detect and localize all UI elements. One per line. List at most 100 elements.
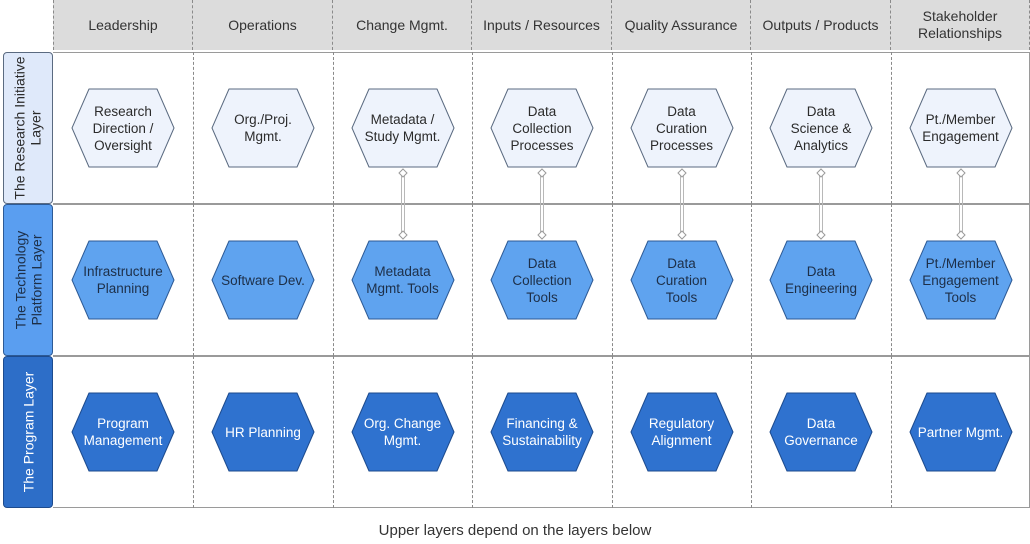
hexagon-outline — [211, 88, 315, 168]
column-header-label: Quality Assurance — [624, 16, 738, 33]
hexagon-node: Data Curation Tools — [630, 240, 734, 320]
hexagon-shape — [490, 392, 594, 472]
hexagon-node: Data Governance — [769, 392, 873, 472]
hexagon-label: Pt./Member Engagement — [922, 112, 999, 144]
connector-diamond — [537, 230, 547, 240]
hexagon-label: Research Direction / Oversight — [92, 103, 154, 153]
connector-diamond — [816, 230, 826, 240]
column-header-label: Outputs / Products — [762, 16, 879, 33]
hexagon-outline — [769, 240, 873, 320]
hexagon-shape — [351, 392, 454, 472]
hexagon-label: Infrastructure Planning — [83, 264, 163, 296]
hexagon-node: Regulatory Alignment — [630, 392, 734, 472]
layer-label-text: The Research Initiative Layer — [12, 56, 44, 200]
layer-label-text: The Program Layer — [20, 371, 37, 493]
hexagon-label: Program Management — [83, 416, 163, 448]
hexagon-shape — [630, 392, 733, 472]
hexagon-shape — [351, 240, 454, 320]
hexagon-shape — [490, 240, 594, 320]
hexagon-outline — [71, 240, 175, 320]
hexagon-node: Program Management — [71, 392, 175, 472]
hexagon-label: Data Governance — [784, 416, 858, 448]
column-divider — [612, 204, 613, 356]
column-divider — [333, 204, 334, 356]
hexagon-node: Software Dev. — [211, 240, 315, 320]
hexagon-shape — [909, 392, 1012, 472]
hexagon-outline — [351, 392, 454, 472]
column-header: Leadership — [53, 0, 193, 50]
connector-diamond — [397, 168, 408, 178]
layer-label: The Program Layer — [3, 356, 53, 508]
hexagon-outline — [630, 392, 733, 472]
hexagon-shape — [71, 240, 175, 320]
hexagon-outline — [351, 240, 454, 320]
hexagon-shape — [630, 240, 733, 320]
hexagon-outline — [71, 392, 175, 472]
hexagon-outline — [490, 240, 594, 320]
hexagon-outline — [490, 392, 594, 472]
hexagon-node: Research Direction / Oversight — [71, 88, 175, 168]
hexagon-node: Metadata / Study Mgmt. — [351, 88, 455, 168]
hexagon-shape — [909, 240, 1012, 320]
hexagon-shape — [211, 240, 315, 320]
dependency-connector — [537, 168, 547, 240]
hexagon-shape — [211, 392, 315, 472]
hexagon-node: Pt./Member Engagement — [909, 88, 1013, 168]
hexagon-label: Software Dev. — [221, 272, 305, 288]
hexagon-shape — [630, 88, 733, 168]
column-divider — [193, 204, 194, 356]
hexagon-node: Data Curation Processes — [630, 88, 734, 168]
connector-diamond — [676, 230, 687, 240]
hexagon-label: HR Planning — [225, 424, 301, 440]
hexagon-outline — [71, 88, 175, 168]
hexagon-label: Pt./Member Engagement Tools — [922, 255, 999, 305]
hexagon-label: Metadata / Study Mgmt. — [364, 112, 441, 144]
hexagon-label: Partner Mgmt. — [917, 424, 1004, 440]
hexagon-outline — [909, 240, 1012, 320]
hexagon-shape — [71, 392, 175, 472]
connector-diamond — [676, 168, 687, 178]
hexagon-label: Regulatory Alignment — [648, 416, 715, 448]
column-divider — [472, 52, 473, 204]
column-header-label: Stakeholder Relationships — [917, 8, 1003, 41]
hexagon-shape — [490, 88, 594, 168]
column-header: Stakeholder Relationships — [891, 0, 1030, 50]
column-header: Outputs / Products — [751, 0, 891, 50]
hexagon-label: Financing & Sustainability — [502, 416, 582, 448]
column-header: Quality Assurance — [612, 0, 751, 50]
hexagon-node: Data Science & Analytics — [769, 88, 873, 168]
column-divider — [193, 356, 194, 508]
hexagon-node: Infrastructure Planning — [71, 240, 175, 320]
column-divider — [472, 204, 473, 356]
hexagon-node: Org. Change Mgmt. — [351, 392, 455, 472]
column-divider — [751, 356, 752, 508]
column-header-label: Leadership — [88, 16, 158, 33]
hexagon-node: Pt./Member Engagement Tools — [909, 240, 1013, 320]
hexagon-node: Partner Mgmt. — [909, 392, 1013, 472]
hexagon-outline — [909, 392, 1012, 472]
column-divider — [333, 356, 334, 508]
column-divider — [751, 52, 752, 204]
hexagon-shape — [909, 88, 1012, 168]
hexagon-label: Data Curation Tools — [655, 255, 708, 305]
column-divider — [333, 52, 334, 204]
column-header: Operations — [193, 0, 333, 50]
hexagon-outline — [490, 88, 594, 168]
connector-diamond — [537, 168, 547, 178]
dependency-connector — [816, 168, 826, 240]
hexagon-outline — [630, 88, 733, 168]
hexagon-outline — [769, 88, 873, 168]
connector-diamond — [397, 230, 408, 240]
hexagon-outline — [211, 240, 315, 320]
hexagon-label: Data Collection Processes — [510, 103, 574, 153]
column-header-label: Change Mgmt. — [356, 16, 448, 33]
hexagon-label: Data Curation Processes — [649, 103, 714, 153]
hexagon-shape — [71, 88, 175, 168]
connector-diamond — [955, 168, 966, 178]
hexagon-node: Data Engineering — [769, 240, 873, 320]
column-header-label: Inputs / Resources — [483, 16, 600, 33]
connector-diamond — [816, 168, 826, 178]
hexagon-node: Metadata Mgmt. Tools — [351, 240, 455, 320]
dependency-connector — [676, 168, 687, 240]
column-header: Change Mgmt. — [333, 0, 472, 50]
